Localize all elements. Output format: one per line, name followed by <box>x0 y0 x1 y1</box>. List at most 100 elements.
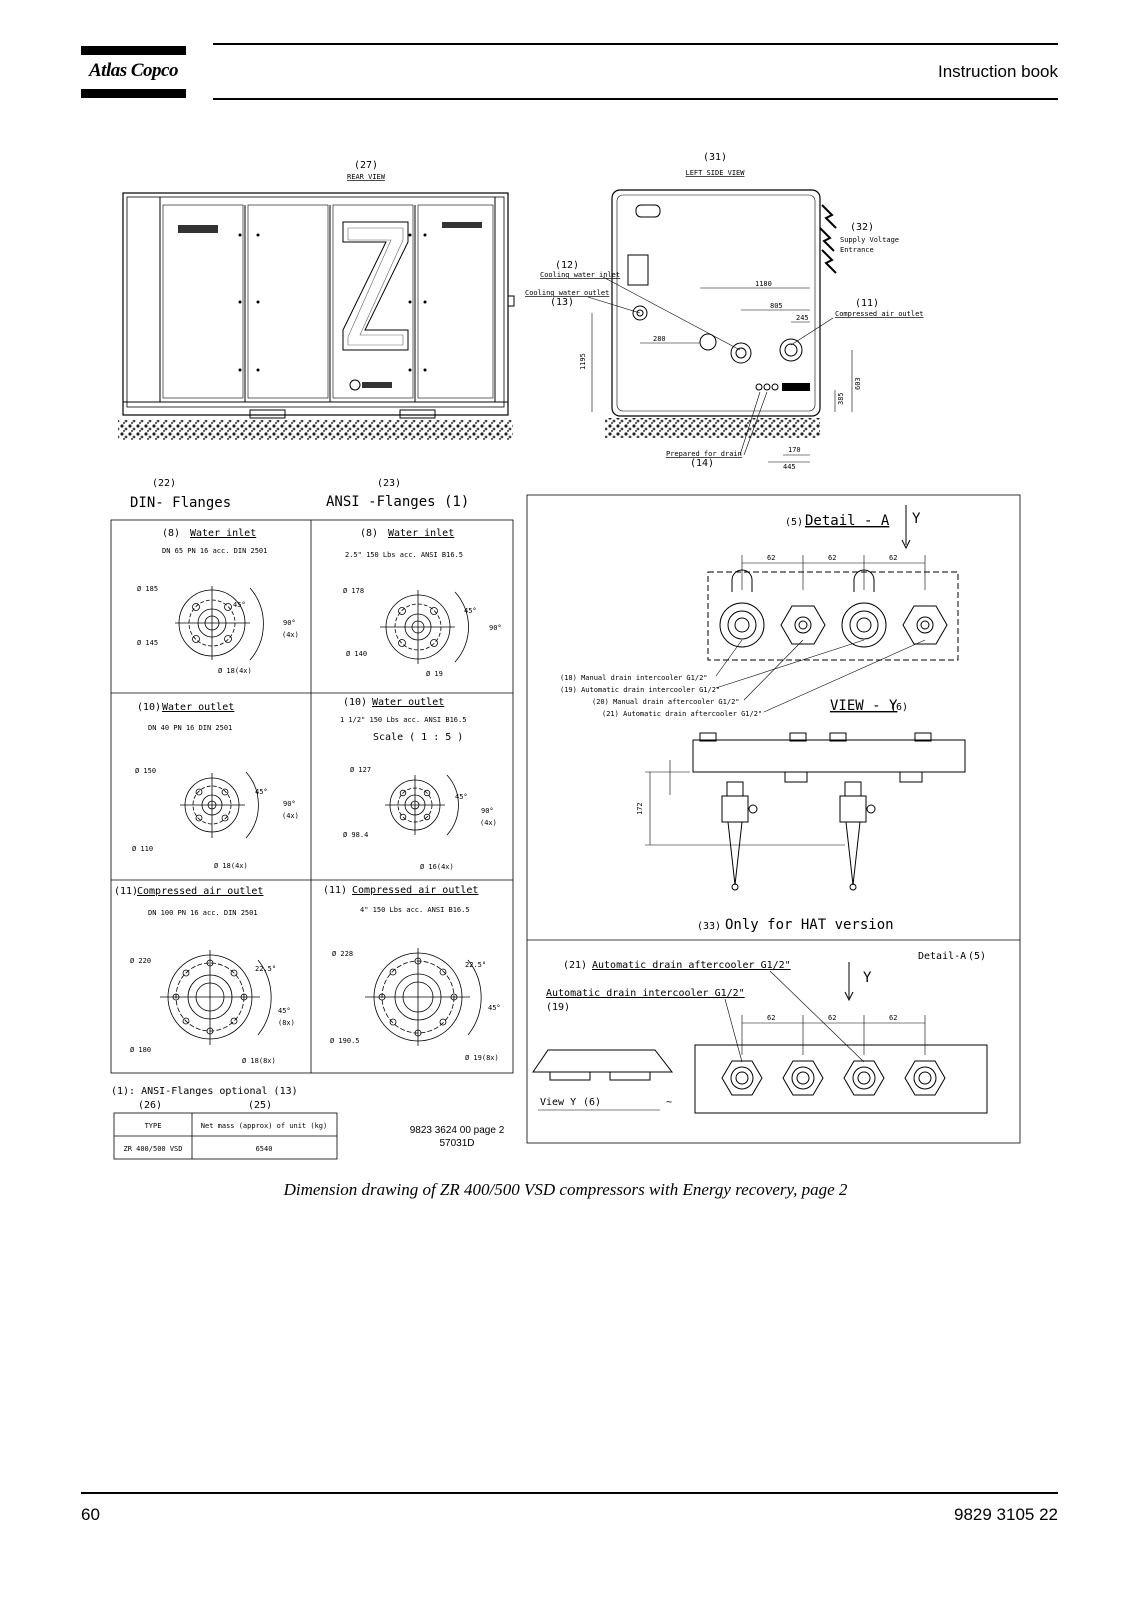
ansi-number: (23) <box>377 478 401 489</box>
ansi-cao-number: (11) <box>323 885 347 896</box>
mass-table <box>113 1112 338 1160</box>
view-y2-title: View Y <box>540 1097 576 1108</box>
ansi-win-number: (8) <box>360 528 378 539</box>
din-wout-dim-6: Ø 18(4x) <box>214 862 248 870</box>
dim-385: 385 <box>837 392 845 405</box>
din-wout-spec: DN 40 PN 16 DIN 2501 <box>148 724 232 732</box>
ansi-win-dim-2: Ø 140 <box>346 650 367 658</box>
header-title: Instruction book <box>937 62 1058 81</box>
mass-value: 6540 <box>256 1145 273 1153</box>
hat-number: (33) <box>697 921 721 932</box>
din-win-dim-1: Ø 185 <box>137 585 158 593</box>
din-water-outlet-flange <box>180 771 259 839</box>
tilde-mark: ~ <box>666 1097 672 1108</box>
dim-62-a: 62 <box>767 554 775 562</box>
dim-62-e: 62 <box>828 1014 836 1022</box>
detail-section: (5) Detail - A Y 62 62 62 <box>526 494 1021 1144</box>
ansi-water-inlet-flange <box>380 590 469 664</box>
detail-y2-label: Y <box>863 970 872 986</box>
ansi-win-dim-5: Ø 19 <box>426 670 443 678</box>
view-y2-number: (6) <box>583 1097 601 1108</box>
cw-outlet-label: Cooling water outlet <box>525 289 609 297</box>
ansi-cao-dim-4: 45° <box>488 1004 501 1012</box>
din-win-label: Water inlet <box>190 528 256 539</box>
auto-inter-number: (19) <box>546 1002 570 1013</box>
din-cao-dim-4: 45° <box>278 1007 291 1015</box>
supply-label-1: Supply Voltage <box>840 236 899 244</box>
dim-170: 170 <box>788 446 801 454</box>
auto-inter-label: Automatic drain intercooler G1/2" <box>546 988 745 999</box>
auto-after-number: (21) <box>563 960 587 971</box>
dim-62-d: 62 <box>767 1014 775 1022</box>
ansi-wout-dim-5: (4x) <box>480 819 497 827</box>
detail-a2-title: Detail-A <box>918 951 966 962</box>
dim-805: 805 <box>770 302 783 310</box>
din-wout-dim-1: Ø 150 <box>135 767 156 775</box>
dim-62-f: 62 <box>889 1014 897 1022</box>
drain-19-label: (19) Automatic drain intercooler G1/2" <box>560 686 720 694</box>
din-cao-dim-3: 22.5° <box>255 965 276 973</box>
din-win-number: (8) <box>162 528 180 539</box>
ref-code: 57031D <box>439 1138 474 1149</box>
dim-280: 280 <box>653 335 666 343</box>
ansi-win-dim-3: 45° <box>464 607 477 615</box>
ansi-wout-dim-2: Ø 98.4 <box>343 831 368 839</box>
din-win-dim-4: 90° <box>283 619 296 627</box>
dim-172: 172 <box>636 802 644 815</box>
cw-inlet-number: (12) <box>555 260 579 271</box>
mass-header: Net mass (approx) of unit (kg) <box>201 1122 327 1130</box>
din-win-dim-2: Ø 145 <box>137 639 158 647</box>
comp-air-label: Compressed air outlet <box>835 310 924 318</box>
supply-number: (32) <box>850 222 874 233</box>
ansi-win-dim-1: Ø 178 <box>343 587 364 595</box>
prep-drain-label: Prepared for drain <box>666 450 742 458</box>
prep-drain-number: (14) <box>690 458 714 469</box>
left-side-view: (31) LEFT SIDE VIEW (32) Supply Voltage … <box>525 152 924 471</box>
ansi-comp-air-flange <box>365 948 482 1046</box>
din-cao-dim-5: (8x) <box>278 1019 295 1027</box>
drain-20-label: (20) Manual drain aftercooler G1/2" <box>592 698 740 706</box>
auto-after-label: Automatic drain aftercooler G1/2" <box>592 960 791 971</box>
din-wout-dim-2: Ø 110 <box>132 845 153 853</box>
type-value: ZR 400/500 VSD <box>123 1145 182 1153</box>
logo-bar-bottom <box>81 89 186 98</box>
figure-caption: Dimension drawing of ZR 400/500 VSD comp… <box>283 1180 848 1199</box>
din-cao-spec: DN 100 PN 16 acc. DIN 2501 <box>148 909 258 917</box>
din-win-dim-3: 45° <box>233 601 246 609</box>
left-side-number: (31) <box>703 152 727 163</box>
din-cao-dim-1: Ø 220 <box>130 957 151 965</box>
dim-62-b: 62 <box>828 554 836 562</box>
ansi-cao-dim-2: Ø 190.5 <box>330 1037 360 1045</box>
scale-label: Scale ( 1 : 5 ) <box>373 732 463 743</box>
header-rule-bottom <box>213 98 1058 100</box>
detail-a-title: Detail - A <box>805 513 890 529</box>
din-cao-dim-2: Ø 180 <box>130 1046 151 1054</box>
mass-number: (25) <box>248 1100 272 1111</box>
view-y-number: (6) <box>890 702 908 713</box>
din-wout-label: Water outlet <box>162 702 234 713</box>
cw-outlet-number: (13) <box>550 297 574 308</box>
din-cao-number: (11) <box>114 886 138 897</box>
dim-445: 445 <box>783 463 796 471</box>
dim-1180: 1180 <box>755 280 772 288</box>
ansi-cao-dim-1: Ø 228 <box>332 950 353 958</box>
din-title: DIN- Flanges <box>130 495 231 511</box>
din-cao-label: Compressed air outlet <box>137 886 263 897</box>
ansi-cao-spec: 4" 150 Lbs acc. ANSI B16.5 <box>360 906 470 914</box>
ansi-win-label: Water inlet <box>388 528 454 539</box>
din-wout-dim-4: 90° <box>283 800 296 808</box>
din-wout-number: (10) <box>137 702 161 713</box>
din-wout-dim-5: (4x) <box>282 812 299 820</box>
ansi-wout-label: Water outlet <box>372 697 444 708</box>
ansi-wout-spec: 1 1/2" 150 Lbs acc. ANSI B16.5 <box>340 716 466 724</box>
ansi-cao-dim-5: Ø 19(8x) <box>465 1054 499 1062</box>
supply-label-2: Entrance <box>840 246 874 254</box>
din-win-spec: DN 65 PN 16 acc. DIN 2501 <box>162 547 267 555</box>
detail-a2-number: (5) <box>968 951 986 962</box>
detail-a-number: (5) <box>785 517 803 528</box>
footer-rule <box>81 1492 1058 1494</box>
ansi-wout-dim-4: 90° <box>481 807 494 815</box>
page-number: 60 <box>81 1505 100 1524</box>
rear-view-label: REAR VIEW <box>347 173 386 181</box>
